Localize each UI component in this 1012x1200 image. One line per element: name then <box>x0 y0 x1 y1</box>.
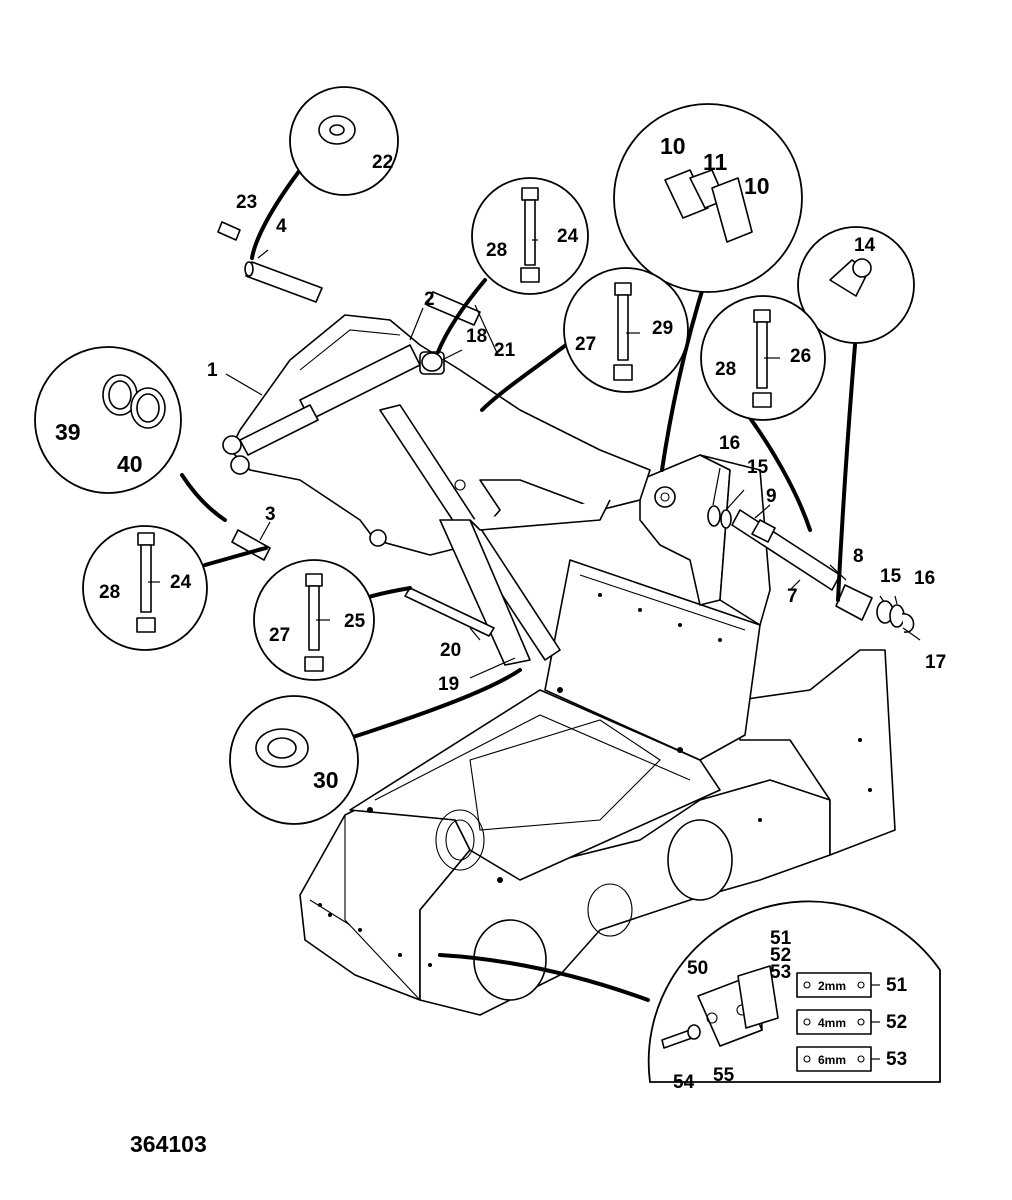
callout-53-shim: 53 <box>886 1049 907 1070</box>
callout-10-left: 10 <box>660 133 686 159</box>
callout-52-stack: 52 <box>770 945 791 966</box>
callout-52-shim: 52 <box>886 1012 907 1033</box>
callout-50: 50 <box>687 958 708 979</box>
callout-22: 22 <box>372 152 393 173</box>
callout-labels: 1 2 3 4 7 8 9 10 10 11 14 15 15 16 16 17… <box>55 133 946 1093</box>
drawing-reference-number: 364103 <box>130 1131 207 1157</box>
callout-11: 11 <box>703 149 728 175</box>
callout-1: 1 <box>207 360 218 381</box>
shim-label-4mm: 4mm <box>818 1016 846 1030</box>
callout-21: 21 <box>494 340 516 361</box>
callout-25: 25 <box>344 611 366 632</box>
callout-10-right: 10 <box>744 173 770 199</box>
callout-39: 39 <box>55 419 81 445</box>
callout-3: 3 <box>265 504 276 525</box>
callout-53-stack: 53 <box>770 962 791 983</box>
callout-2: 2 <box>424 289 435 310</box>
leader-lines <box>148 239 921 1060</box>
callout-28-top: 28 <box>486 240 507 261</box>
callout-24-left: 24 <box>170 572 192 593</box>
callout-16-lower: 16 <box>914 568 935 589</box>
callout-14: 14 <box>854 235 876 256</box>
callout-26: 26 <box>790 346 811 367</box>
callout-27-right: 27 <box>575 334 596 355</box>
callout-9: 9 <box>766 486 777 507</box>
callout-54: 54 <box>673 1072 695 1093</box>
callout-27-left: 27 <box>269 625 290 646</box>
callout-51-shim: 51 <box>886 975 908 996</box>
callout-16-upper: 16 <box>719 433 740 454</box>
callout-7: 7 <box>787 586 798 607</box>
link-struts <box>379 404 611 666</box>
callout-30: 30 <box>313 767 339 793</box>
callout-28-right: 28 <box>715 359 736 380</box>
callout-51-stack: 51 <box>770 928 792 949</box>
pivot-shaft-assembly <box>707 505 915 633</box>
bubble-contents <box>102 115 872 1072</box>
callout-24-top: 24 <box>557 226 579 247</box>
callout-15-lower: 15 <box>880 566 902 587</box>
callout-19: 19 <box>438 674 459 695</box>
callout-29: 29 <box>652 318 673 339</box>
callout-23: 23 <box>236 192 257 213</box>
callout-40: 40 <box>117 451 143 477</box>
callout-17: 17 <box>925 652 946 673</box>
callout-55: 55 <box>713 1065 735 1086</box>
callout-20: 20 <box>440 640 461 661</box>
callout-18: 18 <box>466 326 487 347</box>
shim-label-6mm: 6mm <box>818 1053 846 1067</box>
chassis-frame <box>299 454 896 1016</box>
callout-28-left: 28 <box>99 582 120 603</box>
callout-15-upper: 15 <box>747 457 769 478</box>
callout-4: 4 <box>276 216 287 237</box>
loader-arm <box>222 314 651 556</box>
pins <box>217 221 495 637</box>
shim-label-2mm: 2mm <box>818 979 846 993</box>
callout-8: 8 <box>853 546 864 567</box>
